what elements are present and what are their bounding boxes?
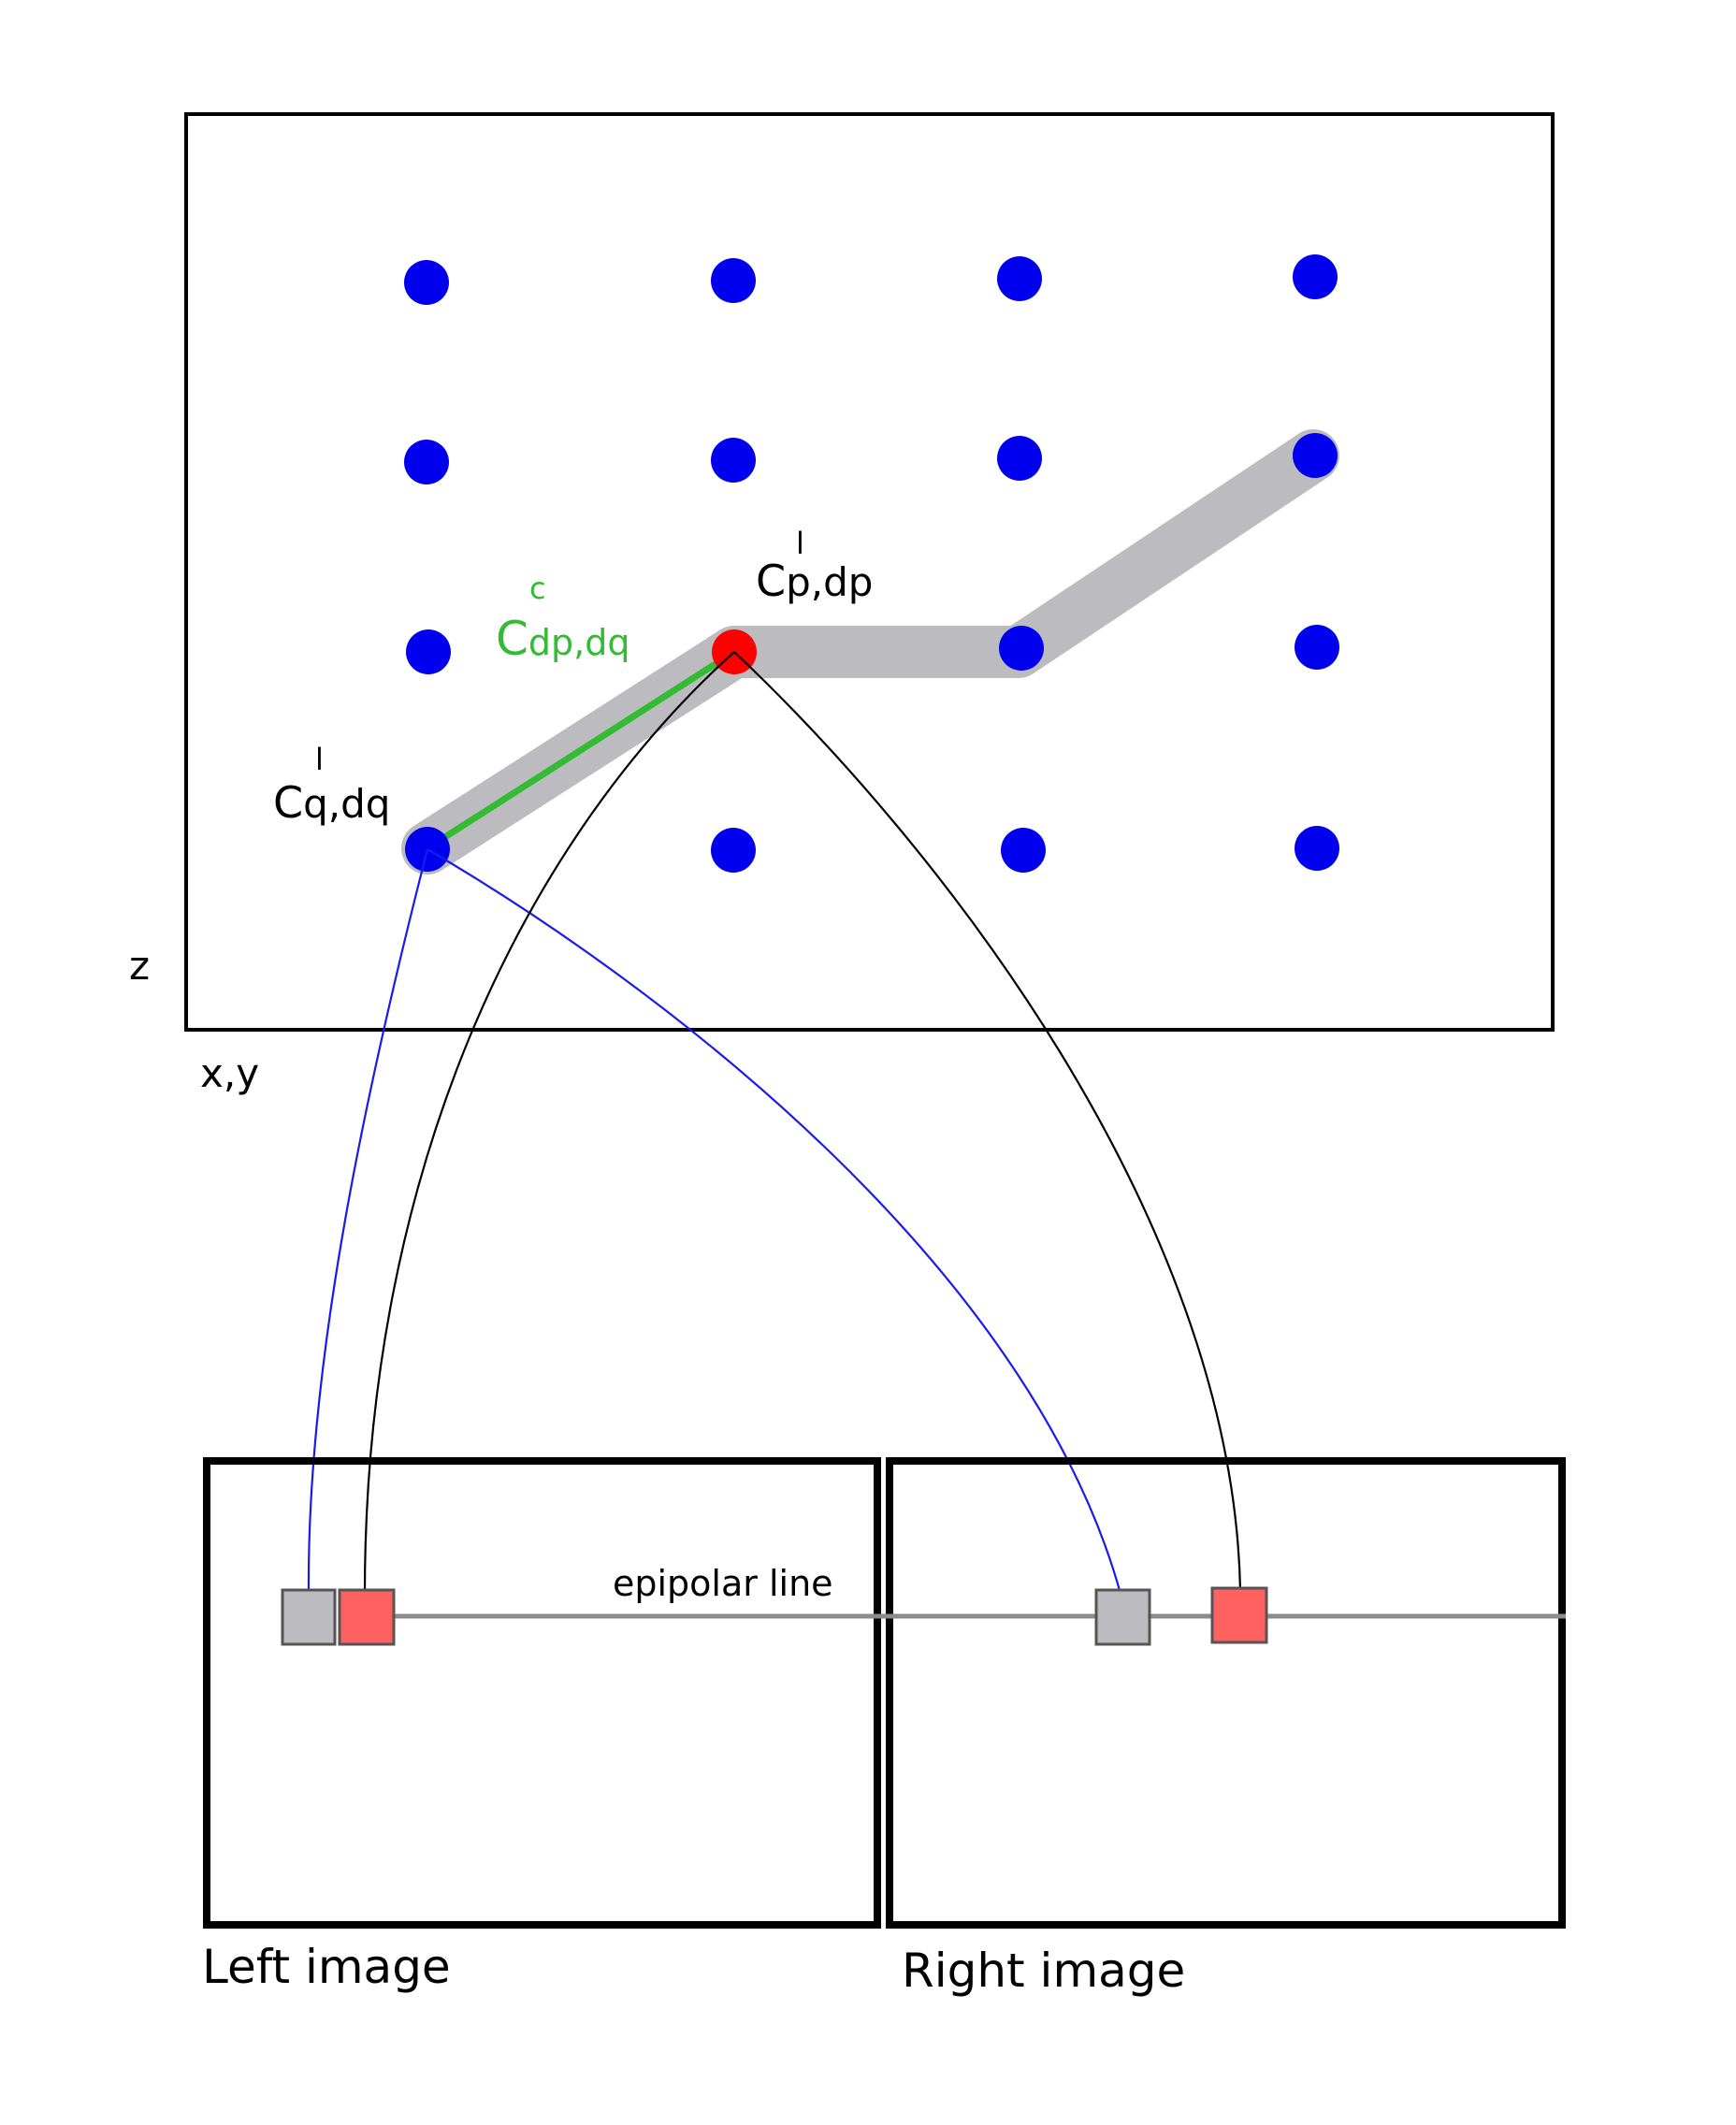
link-p-left <box>363 651 735 1595</box>
cost-p-label: Cp,dp <box>756 556 873 606</box>
z-axis-label: z <box>129 943 150 989</box>
grid-point <box>1295 826 1339 871</box>
grid-point <box>997 256 1042 301</box>
grid-point <box>1293 433 1338 478</box>
left-image-caption: Left image <box>202 1940 451 1994</box>
cost-pq-label: Cdp,dq <box>496 612 630 666</box>
cost-label-q: l Cq,dq <box>273 742 390 828</box>
xy-axis-label: x,y <box>200 1050 259 1096</box>
grid-points <box>404 254 1339 873</box>
link-q-left <box>307 848 429 1595</box>
grid-point <box>999 626 1044 671</box>
cost-q-main: C <box>273 777 303 828</box>
cost-q-superscript: l <box>315 742 324 777</box>
disparity-space-box <box>184 112 1555 1032</box>
cost-q-subscript: q,dq <box>303 781 390 827</box>
left-pixel-p <box>338 1588 396 1646</box>
right-pixel-p <box>1210 1586 1268 1644</box>
grid-point <box>711 438 756 483</box>
cost-p-main: C <box>756 556 786 606</box>
cost-q-label: Cq,dq <box>273 777 390 828</box>
left-pixel-q <box>281 1588 337 1646</box>
left-image-frame <box>203 1457 881 1929</box>
grid-point <box>997 436 1042 481</box>
grid-point <box>1001 828 1046 873</box>
link-p-right <box>733 651 1242 1591</box>
grid-point <box>711 258 756 303</box>
grid-point <box>1295 625 1339 670</box>
cost-p-subscript: p,dp <box>786 559 873 605</box>
cost-p-superscript: l <box>796 526 804 561</box>
cost-pq-superscript: c <box>529 571 546 606</box>
right-image-frame <box>886 1457 1566 1929</box>
link-q-right <box>427 848 1122 1595</box>
grid-point <box>711 828 756 873</box>
grid-point <box>404 260 449 305</box>
pairwise-edge <box>426 649 736 851</box>
cost-label-pq: c Cdp,dq <box>496 571 630 666</box>
right-pixel-q <box>1094 1588 1151 1646</box>
cost-label-p: l Cp,dp <box>756 526 873 606</box>
right-image-caption: Right image <box>902 1944 1185 1998</box>
cost-pq-subscript: dp,dq <box>528 622 630 663</box>
grid-point <box>404 440 449 484</box>
grid-point <box>406 629 451 674</box>
epipolar-line-label: epipolar line <box>613 1563 833 1604</box>
cost-pq-main: C <box>496 612 528 666</box>
grid-point <box>1293 254 1338 299</box>
